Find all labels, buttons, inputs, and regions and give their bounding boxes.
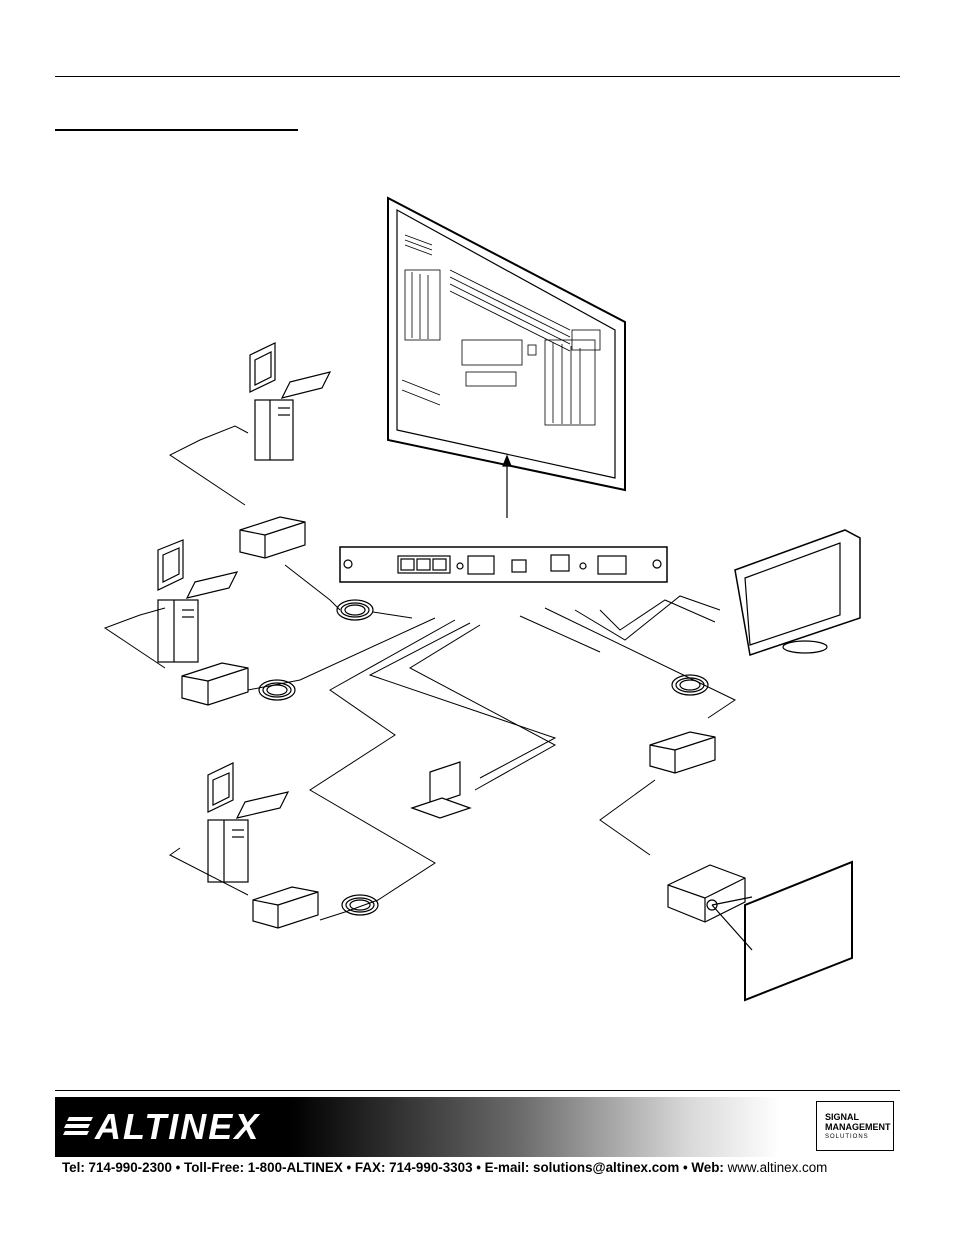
projector-icon [667,864,746,923]
footer-banner: ALTINEX SIGNAL MANAGEMENT SOLUTIONS [55,1097,898,1157]
flat-panel-display-icon [387,196,626,492]
website-link[interactable]: www.altinex.com [727,1160,828,1175]
transmitter-box-icon [239,516,306,559]
lcd-monitor-icon [734,529,861,656]
badge-line-2: MANAGEMENT [825,1122,891,1132]
system-connection-diagram [103,196,861,1002]
cable-lines [103,425,737,921]
transmitter-box-icon [252,886,319,929]
brand-name: ALTINEX [95,1106,261,1147]
contact-line: Tel: 714-990-2300 • Toll-Free: 1-800-ALT… [62,1160,898,1175]
badge-line-1: SIGNAL [825,1112,860,1122]
cable-coil-icon [341,894,379,916]
desktop-computer-icon [157,539,239,663]
badge-line-3: SOLUTIONS [825,1134,869,1140]
section-heading-underline [55,129,298,131]
cable-coil-icon [258,679,296,701]
brand-logo: ALTINEX [63,1107,260,1147]
transmitter-box-icon [181,662,249,706]
interface-card-icon [339,546,668,583]
laptop-icon [410,761,472,819]
signal-management-badge: SIGNAL MANAGEMENT SOLUTIONS [816,1101,894,1151]
desktop-computer-icon [207,762,290,883]
projection-screen-icon [711,860,853,1002]
cable-coil-icon [336,599,374,621]
desktop-computer-icon [249,342,332,461]
brand-mark-icon [63,1117,93,1136]
contact-details: Tel: 714-990-2300 • Toll-Free: 1-800-ALT… [62,1160,728,1175]
receiver-box-icon [649,731,716,774]
footer-rule [55,1090,900,1091]
header-rule [55,76,900,77]
arrow-up-icon [502,454,512,518]
